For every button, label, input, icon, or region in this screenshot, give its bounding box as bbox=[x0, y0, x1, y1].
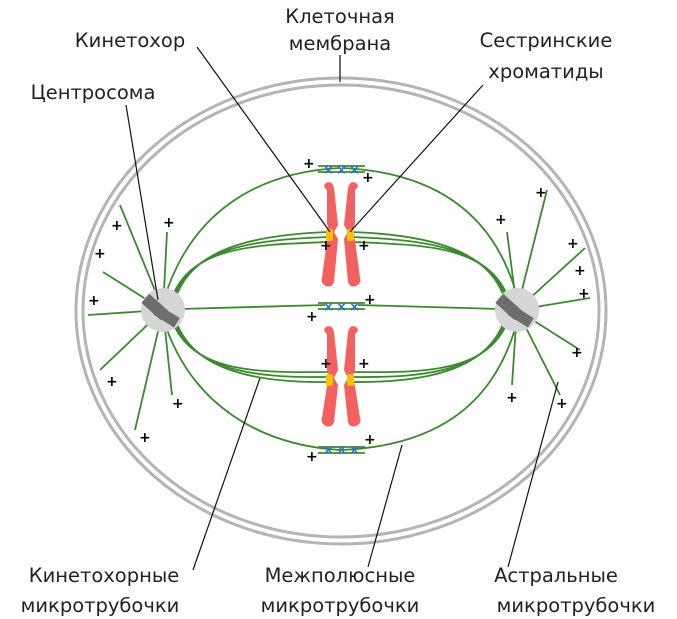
svg-text:+: + bbox=[106, 374, 118, 390]
svg-text:+: + bbox=[172, 396, 184, 412]
svg-text:+: + bbox=[88, 293, 100, 309]
label-kinetochore: Кинетохор bbox=[75, 29, 185, 52]
svg-text:×: × bbox=[323, 443, 334, 458]
label-sister-2: хроматиды bbox=[488, 60, 603, 83]
kinetochore-marker bbox=[347, 229, 354, 241]
svg-text:+: + bbox=[364, 432, 376, 448]
label-kinetochore-mt-1: Кинетохорные bbox=[29, 564, 180, 587]
label-sister-1: Сестринские bbox=[480, 29, 613, 52]
svg-text:+: + bbox=[571, 345, 583, 361]
label-astral-mt-2: микротрубочки bbox=[497, 594, 656, 617]
kinetochore-marker bbox=[326, 374, 333, 386]
svg-text:×: × bbox=[323, 300, 334, 315]
svg-text:+: + bbox=[139, 430, 151, 446]
label-membrane-2: мембрана bbox=[289, 32, 391, 55]
svg-text:+: + bbox=[506, 390, 518, 406]
svg-text:+: + bbox=[495, 212, 507, 228]
interpolar-microtubules bbox=[162, 165, 519, 454]
motor-proteins: × × × × × × × × × bbox=[323, 163, 360, 458]
cell-membrane bbox=[74, 76, 608, 546]
svg-text:+: + bbox=[556, 396, 568, 412]
svg-text:+: + bbox=[306, 449, 318, 465]
svg-text:+: + bbox=[163, 215, 175, 231]
svg-text:+: + bbox=[574, 263, 586, 279]
centrosome-right bbox=[495, 288, 539, 332]
svg-text:+: + bbox=[358, 238, 370, 254]
label-polar-mt-2: микротрубочки bbox=[261, 594, 420, 617]
svg-text:×: × bbox=[323, 163, 334, 178]
svg-text:+: + bbox=[362, 170, 374, 186]
svg-text:×: × bbox=[336, 300, 347, 315]
kinetochore-microtubules bbox=[168, 231, 512, 383]
svg-text:+: + bbox=[578, 286, 590, 302]
plus-end-markers: + + + + + + + + + + + + + + + + + + + + … bbox=[88, 156, 590, 465]
label-polar-mt-1: Межполюсные bbox=[265, 564, 416, 587]
svg-text:+: + bbox=[320, 238, 332, 254]
kinetochore-marker bbox=[326, 229, 333, 241]
svg-text:×: × bbox=[349, 443, 360, 458]
svg-text:+: + bbox=[535, 185, 547, 201]
label-astral-mt-1: Астральные bbox=[494, 564, 618, 587]
svg-text:+: + bbox=[94, 246, 106, 262]
chromosome-lower bbox=[321, 326, 361, 427]
svg-text:×: × bbox=[349, 300, 360, 315]
svg-text:+: + bbox=[111, 218, 123, 234]
chromosome-upper bbox=[321, 182, 361, 287]
svg-text:+: + bbox=[320, 356, 332, 372]
svg-text:+: + bbox=[306, 309, 318, 325]
label-pointers bbox=[125, 46, 559, 571]
labels: Клеточная мембрана Кинетохор Сестринские… bbox=[21, 5, 656, 617]
svg-text:+: + bbox=[303, 156, 315, 172]
kinetochore-marker bbox=[347, 374, 354, 386]
centrosome-left bbox=[141, 288, 185, 332]
svg-text:+: + bbox=[358, 356, 370, 372]
label-kinetochore-mt-2: микротрубочки bbox=[21, 594, 180, 617]
svg-text:×: × bbox=[336, 163, 347, 178]
label-membrane-1: Клеточная bbox=[285, 5, 395, 28]
svg-text:×: × bbox=[336, 443, 347, 458]
svg-text:+: + bbox=[364, 292, 376, 308]
svg-text:+: + bbox=[567, 236, 579, 252]
label-centrosome: Центросома bbox=[31, 81, 156, 104]
svg-text:×: × bbox=[349, 163, 360, 178]
